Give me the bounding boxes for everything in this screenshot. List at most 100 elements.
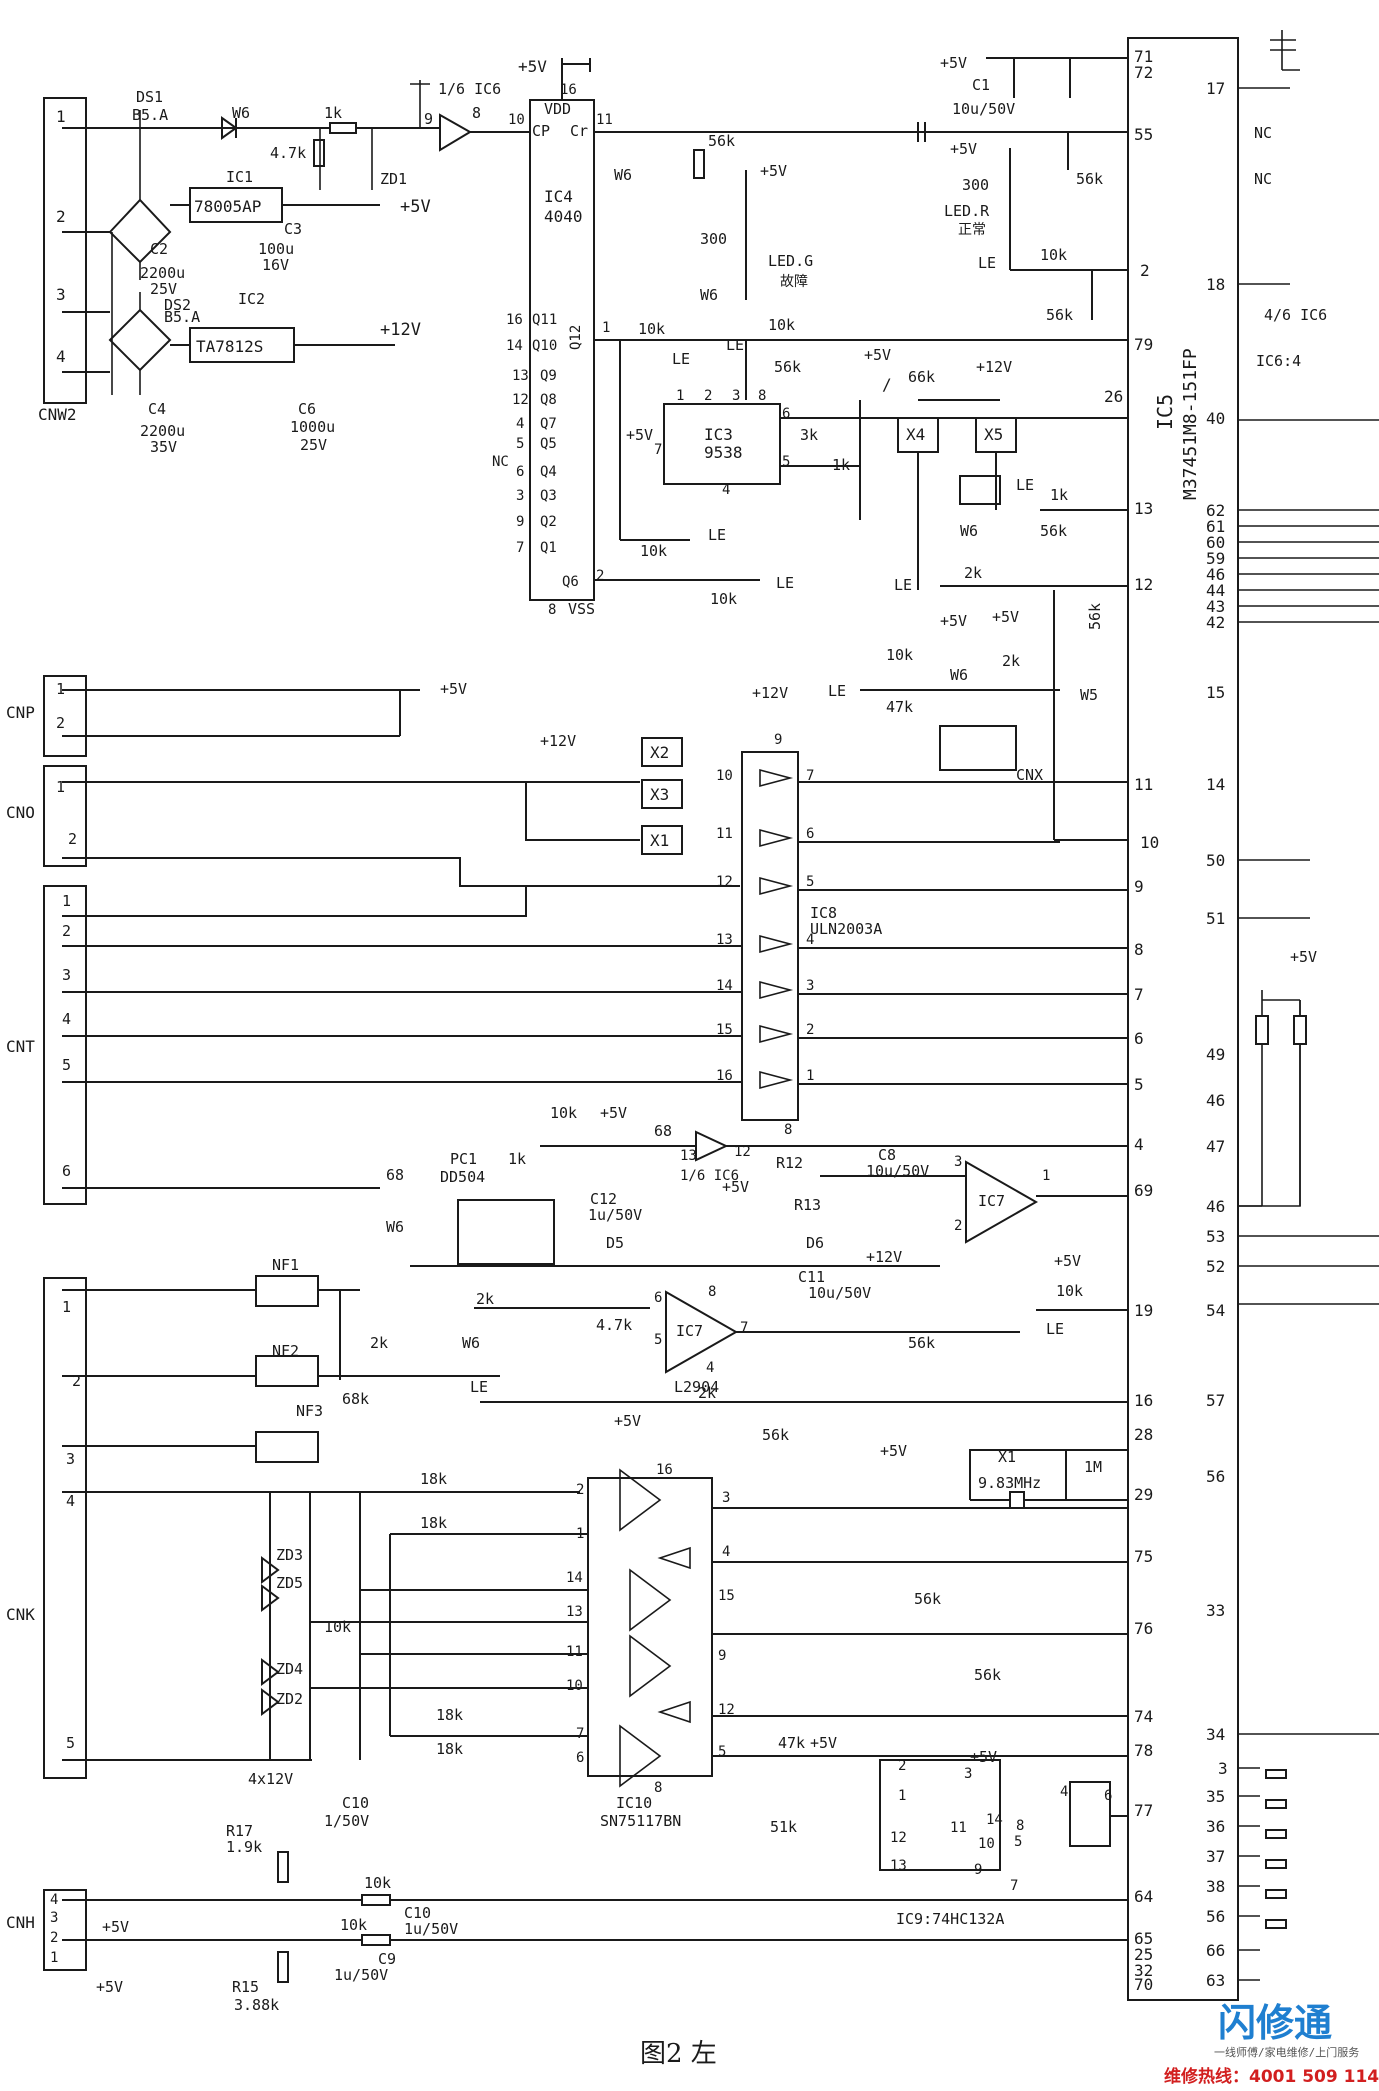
ic7b-pin6: 6 bbox=[654, 1290, 662, 1306]
ic10-pin: 11 bbox=[566, 1644, 583, 1660]
ic7a-ref: IC7 bbox=[978, 1192, 1005, 1210]
w6-label-g: W6 bbox=[462, 1334, 480, 1352]
ds2-label: DS2 bbox=[164, 296, 191, 314]
r-10k-g: 10k bbox=[550, 1104, 577, 1122]
r-56k-f: 56k bbox=[1086, 603, 1104, 630]
ic4-qpin: 13 bbox=[512, 368, 529, 384]
cnh-label: CNH bbox=[6, 1913, 35, 1932]
vcc-5v-le2: +5V bbox=[992, 608, 1019, 626]
cnp-pin-1: 1 bbox=[56, 680, 65, 698]
r-3k-c: 2k bbox=[476, 1290, 494, 1308]
vcc-5v-slash: +5V bbox=[864, 346, 891, 364]
cnh-pin-1: 1 bbox=[50, 1950, 58, 1966]
led-g-label: LED.G bbox=[768, 252, 813, 270]
ic10-pin: 14 bbox=[566, 1570, 583, 1586]
r-10k-c: 10k bbox=[768, 316, 795, 334]
ic5-pin-11: 11 bbox=[1134, 775, 1153, 794]
ic5-label: IC5 bbox=[1153, 394, 1177, 430]
ic5-pin-13: 13 bbox=[1134, 499, 1153, 518]
ic6-4-label: 4/6 IC6 bbox=[1264, 306, 1327, 324]
ic3-part: 9538 bbox=[704, 443, 743, 462]
ic8-out: 2 bbox=[806, 1022, 814, 1038]
x1-val: 9.83MHz bbox=[978, 1474, 1041, 1492]
ic3-pin-2: 2 bbox=[704, 388, 712, 404]
w6-label-d: W6 bbox=[960, 522, 978, 540]
ic5-rpin: 60 bbox=[1206, 533, 1225, 552]
c3-val: 100u bbox=[258, 240, 294, 258]
vcc-5v-cnh-a: +5V bbox=[102, 1918, 129, 1936]
ic5-pin-4: 4 bbox=[1134, 1135, 1144, 1154]
ic5-rpin: 15 bbox=[1206, 683, 1225, 702]
zd4-label: ZD4 bbox=[276, 1660, 303, 1678]
ic9-pin: 1 bbox=[898, 1788, 906, 1804]
ic10-pin: 3 bbox=[722, 1490, 730, 1506]
r-3k-b: 2k bbox=[1002, 652, 1020, 670]
watermark-hotline: 维修热线：4001 509 114 bbox=[1164, 2066, 1379, 2087]
ic5-rpin: 46 bbox=[1206, 565, 1225, 584]
ic5-pin-25: 25 bbox=[1134, 1945, 1153, 1964]
cnt-label: CNT bbox=[6, 1037, 35, 1056]
ic5-pin-6: 6 bbox=[1134, 1029, 1144, 1048]
ic4-qlbl: Q8 bbox=[540, 392, 557, 408]
c11-val: 10u/50V bbox=[808, 1284, 871, 1302]
vcc-5v-cnh-b: +5V bbox=[96, 1978, 123, 1996]
c2-label: C2 bbox=[150, 240, 168, 258]
vcc-5v-a: +5V bbox=[400, 197, 431, 217]
le-d: LE bbox=[1016, 476, 1034, 494]
r-68: 68k bbox=[342, 1390, 369, 1408]
ic5-rpin: 57 bbox=[1206, 1391, 1225, 1410]
r-1k-d: 1k bbox=[508, 1150, 526, 1168]
ic4-qlbl: Q1 bbox=[540, 540, 557, 556]
ic10-ref: IC10 bbox=[616, 1794, 652, 1812]
ic4-qpin: 14 bbox=[506, 338, 523, 354]
ic5-pin-72: 72 bbox=[1134, 63, 1153, 82]
ic4-qpin: 12 bbox=[512, 392, 529, 408]
ic5-rpin: 46 bbox=[1206, 1091, 1225, 1110]
ic5-pin-8: 8 bbox=[1134, 940, 1144, 959]
cnt-pin-5: 5 bbox=[62, 1056, 71, 1074]
ic3-pin-8: 8 bbox=[758, 388, 766, 404]
r-56k-e: 56k bbox=[1040, 522, 1067, 540]
ic6b-pin12: 12 bbox=[734, 1144, 751, 1160]
ic4-q6: Q6 bbox=[562, 574, 579, 590]
c12-label: C12 bbox=[590, 1190, 617, 1208]
r-10k-a: 10k bbox=[1040, 246, 1067, 264]
ic10-pin: 4 bbox=[722, 1544, 730, 1560]
ic8-pin-8: 8 bbox=[784, 1122, 792, 1138]
le-a: LE bbox=[978, 254, 996, 272]
vcc-5v-ic10: +5V bbox=[614, 1412, 641, 1430]
ic9-pin: 5 bbox=[1014, 1834, 1022, 1850]
ic8-ref: IC8 bbox=[810, 904, 837, 922]
ic7b-pin5: 5 bbox=[654, 1332, 662, 1348]
ic4-qpin: 4 bbox=[516, 416, 524, 432]
right-nc-1: NC bbox=[1254, 124, 1272, 142]
ic4-q12: Q12 bbox=[568, 325, 584, 350]
ic3-pin-5: 5 bbox=[782, 454, 790, 470]
zd2-label: ZD2 bbox=[276, 1690, 303, 1708]
r-56k-a: 56k bbox=[708, 132, 735, 150]
ic4-qlbl: Q2 bbox=[540, 514, 557, 530]
r-51k: 51k bbox=[770, 1818, 797, 1836]
le-j: LE bbox=[1046, 1320, 1064, 1338]
ic4-pin1: 1 bbox=[602, 320, 610, 336]
vcc-5v-ic3: +5V bbox=[626, 426, 653, 444]
ic9-pin: 12 bbox=[890, 1830, 907, 1846]
cnw2-pin-3: 3 bbox=[56, 285, 66, 304]
r-3k-d: 2k bbox=[370, 1334, 388, 1352]
r-300-a: 300 bbox=[962, 176, 989, 194]
ic10-pin: 6 bbox=[576, 1750, 584, 1766]
ic8-out: 6 bbox=[806, 826, 814, 842]
ic4-qpin: 3 bbox=[516, 488, 524, 504]
relay-x1: X1 bbox=[650, 831, 669, 850]
ic5-pin-9: 9 bbox=[1134, 877, 1144, 896]
cnw2-label: CNW2 bbox=[38, 405, 77, 424]
zd5-label: ZD5 bbox=[276, 1574, 303, 1592]
right-vcc: +5V bbox=[1290, 948, 1317, 966]
ic5-rpin: 36 bbox=[1206, 1817, 1225, 1836]
vcc-5v-pc: +5V bbox=[600, 1104, 627, 1122]
ic4-pin2: 2 bbox=[596, 568, 604, 584]
r-10k-b: 10k bbox=[638, 320, 665, 338]
ic10-pin: 10 bbox=[566, 1678, 583, 1694]
ic4-qpin: 9 bbox=[516, 514, 524, 530]
ic10-pin: 8 bbox=[654, 1780, 662, 1796]
